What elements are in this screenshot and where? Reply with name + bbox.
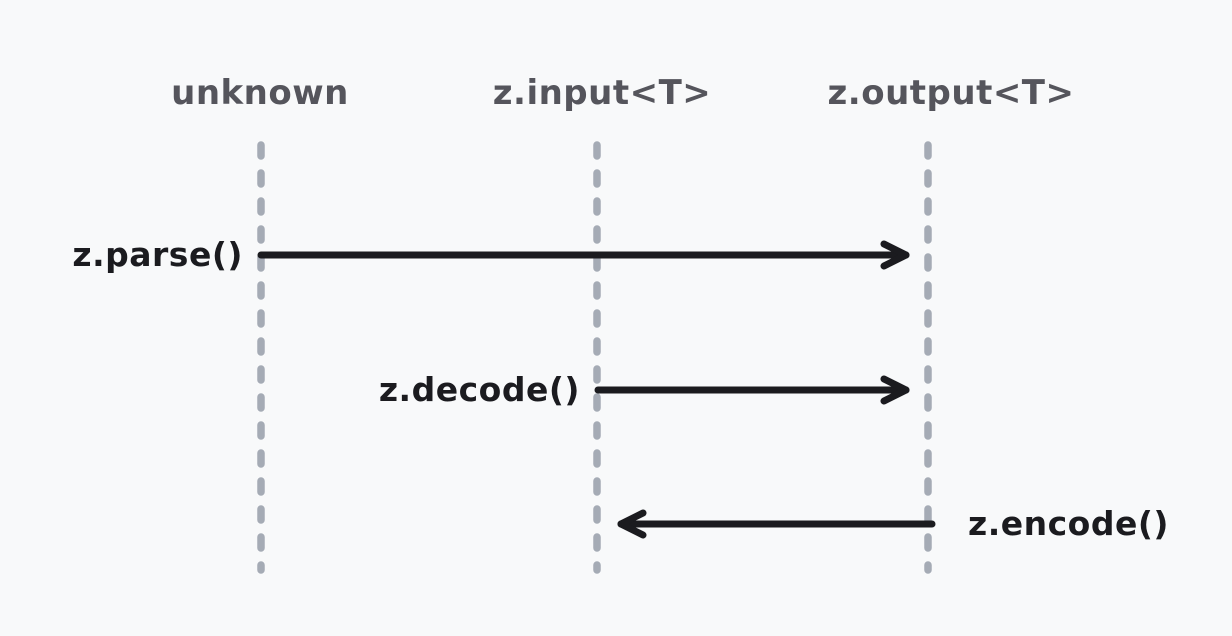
arrow-label-encode: z.encode() [968, 504, 1169, 543]
arrow-label-parse: z.parse() [72, 235, 243, 274]
lifeline-label-z-output: z.output<T> [828, 73, 1075, 113]
arrow-label-decode: z.decode() [379, 370, 580, 409]
lifeline-label-unknown: unknown [171, 73, 349, 113]
lifeline-label-z-input: z.input<T> [493, 73, 712, 113]
